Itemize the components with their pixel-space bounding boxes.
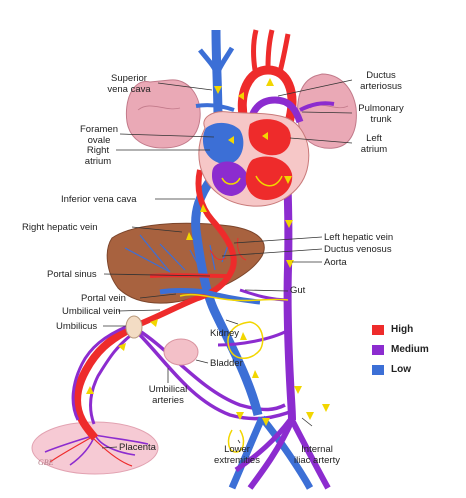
inferior-vena-cava [191,175,263,417]
left-ventricle [245,156,293,200]
superior-vena-cava [211,29,223,121]
aorta [282,149,296,421]
kidney [227,321,264,359]
legend-label-high: High [391,324,414,335]
label-gut: Gut [290,285,306,296]
label-foramen-ovale: Foramen ovale [79,124,118,146]
umbilicus [125,315,143,339]
legend-swatch-high [372,324,384,335]
label-lower-extremities: Lower extremities [214,444,260,466]
label-internal-iliac-artery: Internal iliac arterty [294,444,340,466]
label-inferior-vena-cava: Inferior vena cava [61,194,137,205]
label-superior-vena-cava: Superior vena cava [107,73,151,95]
label-umbilical-vein: Umbilical vein [62,306,121,317]
right-ventricle [212,161,248,196]
legend-swatch-low [372,364,384,375]
bladder [163,338,199,366]
umbilical-cord-vein [73,324,134,441]
legend-item-medium: Medium [372,344,429,355]
label-ductus-arteriosus: Ductus arteriosus [360,70,402,92]
left-atrium [248,119,291,156]
label-umbilicus: Umbilicus [56,321,98,332]
label-portal-sinus: Portal sinus [47,269,97,280]
label-pulmonary-trunk: Pulmonary trunk [358,103,404,125]
legend-swatch-medium [372,344,384,355]
right-atrium [202,122,244,165]
label-right-hepatic-vein: Right hepatic vein [22,222,98,233]
flow-arrows [86,78,330,426]
legend-label-medium: Medium [391,344,429,355]
left-lung [297,73,357,149]
label-left-atrium: Left atrium [360,133,388,155]
label-umbilical-arteries: Umbilical arteries [148,384,188,406]
leader-lines [101,79,353,449]
label-placenta: Placenta [119,442,156,453]
label-aorta: Aorta [324,257,347,268]
legend-item-high: High [372,324,413,335]
label-kidney: Kidney [210,328,240,339]
label-bladder: Bladder [210,358,243,369]
label-left-hepatic-vein: Left hepatic vein [324,232,394,243]
label-ductus-venosus: Ductus venosus [324,244,392,255]
umbilical-arteries [137,328,286,412]
placenta-signature: GBE [38,458,54,467]
legend-item-low: Low [372,364,411,375]
label-right-atrium: Right atrium [84,145,112,167]
right-lung [125,79,201,149]
placenta [31,421,159,475]
legend-label-low: Low [391,364,411,375]
label-portal-vein: Portal vein [81,293,126,304]
